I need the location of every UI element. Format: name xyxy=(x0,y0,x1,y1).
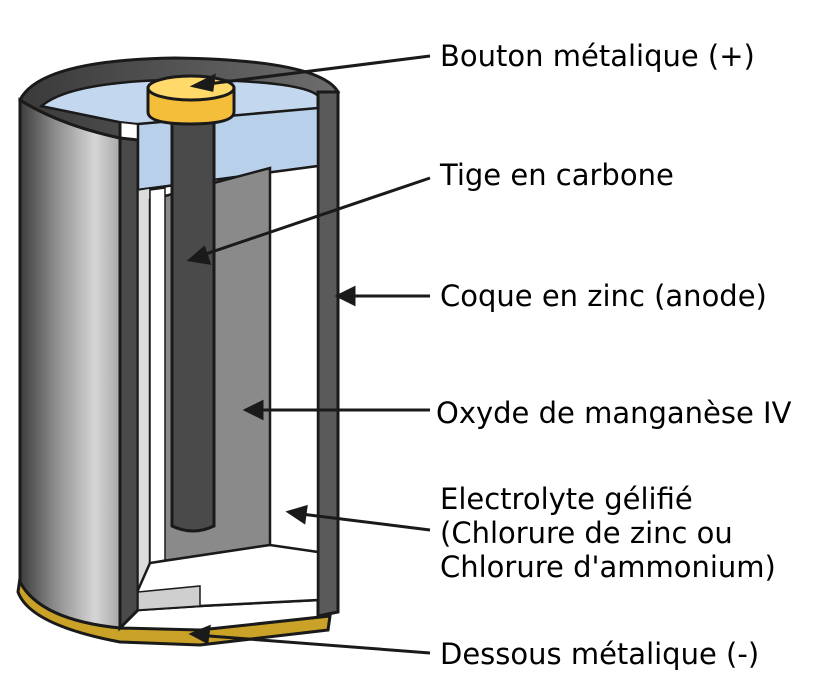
arrow-electrolyte xyxy=(292,511,431,532)
zinc-shell-cut-face xyxy=(118,136,140,632)
arrow-tige xyxy=(193,176,431,260)
label-metal-button: Bouton métalique (+) xyxy=(440,39,755,73)
zinc-shell-right-wall xyxy=(316,90,340,618)
electrolyte-inner-wedge xyxy=(149,187,166,564)
annotation-arrows xyxy=(186,54,431,655)
arrow-dessous-head xyxy=(188,624,211,645)
label-electrolyte: Electrolyte gélifié (Chlorure de zinc ou… xyxy=(440,482,776,584)
carbon-rod xyxy=(170,116,216,533)
label-carbon-rod: Tige en carbone xyxy=(440,158,674,192)
arrow-tige-head xyxy=(186,245,212,265)
label-electrolyte-line-3: Chlorure d'ammonium) xyxy=(440,550,776,584)
arrow-bouton xyxy=(199,54,431,87)
label-manganese-oxide: Oxyde de manganèse IV xyxy=(436,396,792,430)
zinc-shell-outer xyxy=(18,97,122,630)
label-bottom-plate: Dessous métalique (-) xyxy=(440,637,760,671)
label-electrolyte-line-1: Electrolyte gélifié xyxy=(440,482,693,516)
metal-button-top xyxy=(146,74,236,102)
label-electrolyte-line-2: (Chlorure de zinc ou xyxy=(440,516,733,550)
arrow-coque-head xyxy=(334,285,356,307)
inner-bottom-step xyxy=(137,585,201,611)
arrow-bouton-head xyxy=(189,73,216,92)
arrow-dessous xyxy=(195,633,431,655)
label-zinc-shell: Coque en zinc (anode) xyxy=(440,279,767,313)
arrow-oxyde-head xyxy=(242,399,264,421)
arrow-electrolyte-head xyxy=(285,504,308,525)
electrolyte-liner-left xyxy=(137,187,151,612)
